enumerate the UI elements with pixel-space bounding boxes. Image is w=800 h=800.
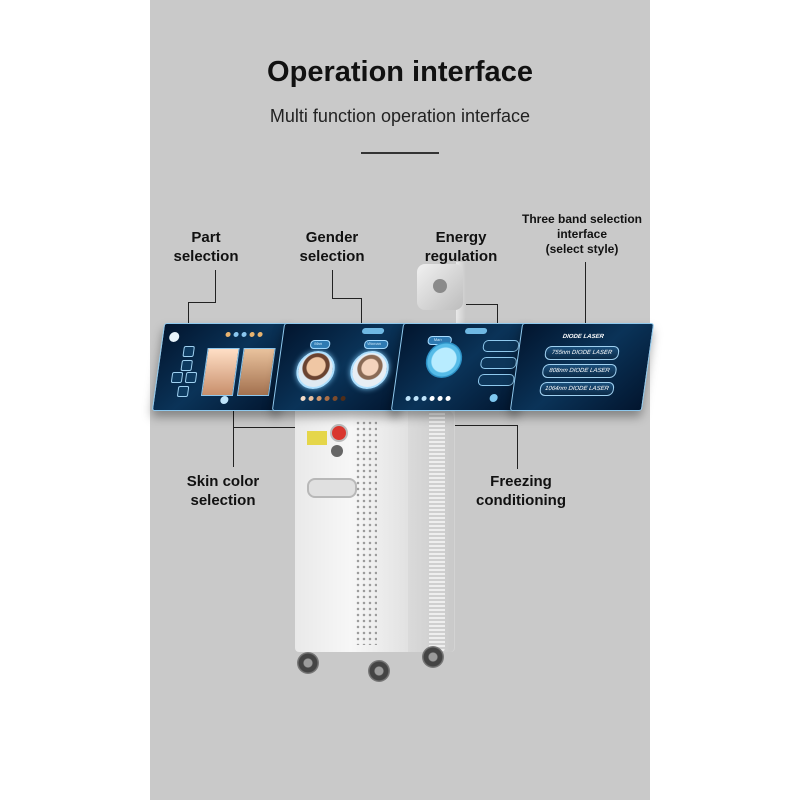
title-divider	[361, 152, 439, 154]
band-option-808[interactable]: 808nm DIODE LASER	[541, 364, 618, 378]
emergency-stop-button[interactable]	[330, 424, 348, 442]
handpiece-cable	[429, 395, 445, 655]
male-body-image[interactable]	[236, 348, 276, 396]
screen-energy-regulation: Man	[390, 323, 532, 411]
leader-part-v1	[215, 270, 216, 302]
callout-gender-selection: Gender selection	[299, 229, 365, 265]
energy-control-1[interactable]	[482, 340, 520, 352]
cooling-level-dots[interactable]	[405, 396, 451, 401]
part-button-arm[interactable]	[180, 360, 193, 371]
energy-header-tab	[464, 328, 488, 334]
leader-gender-v1	[332, 270, 333, 298]
machine-handle	[307, 478, 357, 498]
page-title: Operation interface	[267, 56, 533, 88]
leader-gender-h	[332, 298, 362, 299]
energy-control-2[interactable]	[479, 357, 518, 369]
start-icon[interactable]	[489, 394, 499, 402]
part-button-face[interactable]	[182, 346, 195, 357]
wheel-left	[297, 652, 319, 674]
female-label: Woman	[366, 341, 382, 346]
handpiece-lens-icon	[433, 279, 447, 293]
part-button-back[interactable]	[184, 372, 198, 383]
part-icon-row	[225, 332, 263, 337]
gender-header-tab	[361, 328, 385, 334]
energy-control-3[interactable]	[477, 374, 516, 386]
page-subtitle: Multi function operation interface	[269, 106, 531, 126]
part-button-body[interactable]	[170, 372, 184, 383]
leader-freeze-v2	[517, 425, 518, 469]
leader-band-v	[585, 262, 586, 324]
female-body-image[interactable]	[200, 348, 240, 396]
skin-color-swatches[interactable]	[300, 396, 346, 401]
product-panel: Operation interface Multi function opera…	[150, 0, 655, 800]
screen-band-selection: DIODE LASER 755nm DIODE LASER 808nm DIOD…	[509, 323, 655, 411]
male-label: Man	[313, 341, 323, 346]
vent-grille	[355, 420, 377, 645]
wheel-center	[368, 660, 390, 682]
leader-part-h	[188, 302, 216, 303]
leader-skin-v1	[233, 407, 234, 427]
callout-skin-color: Skin color selection	[186, 473, 260, 509]
key-switch[interactable]	[331, 445, 343, 457]
screen-part-selection	[151, 323, 293, 411]
band-option-1064[interactable]: 1064nm DIODE LASER	[538, 382, 615, 396]
energy-gauge	[423, 342, 465, 378]
callout-energy-regulation: Energy regulation	[424, 229, 498, 265]
band-option-755[interactable]: 755nm DIODE LASER	[543, 346, 620, 360]
callout-freezing: Freezing conditioning	[476, 473, 566, 509]
callout-three-band: Three band selection interface (select s…	[521, 212, 643, 256]
energy-mode-label: Man	[433, 337, 442, 342]
leader-energy-h	[464, 304, 498, 305]
leader-energy-v2	[497, 304, 498, 340]
band-title: DIODE LASER	[562, 334, 605, 340]
female-face-image[interactable]	[347, 351, 392, 389]
confirm-icon[interactable]	[219, 396, 229, 404]
leader-skin-v3	[233, 427, 234, 467]
screen-gender-selection: Man Woman	[271, 323, 413, 411]
leader-skin-h	[233, 427, 305, 428]
leader-freeze-h	[428, 425, 518, 426]
leader-gender-v2	[361, 298, 362, 328]
wheel-right	[422, 646, 444, 668]
warning-label-icon	[307, 431, 327, 445]
logo-icon	[168, 332, 180, 342]
leader-part-v2	[188, 302, 189, 332]
callout-part-selection: Part selection	[173, 229, 239, 265]
male-face-image[interactable]	[293, 351, 338, 389]
part-button-leg[interactable]	[176, 386, 190, 397]
